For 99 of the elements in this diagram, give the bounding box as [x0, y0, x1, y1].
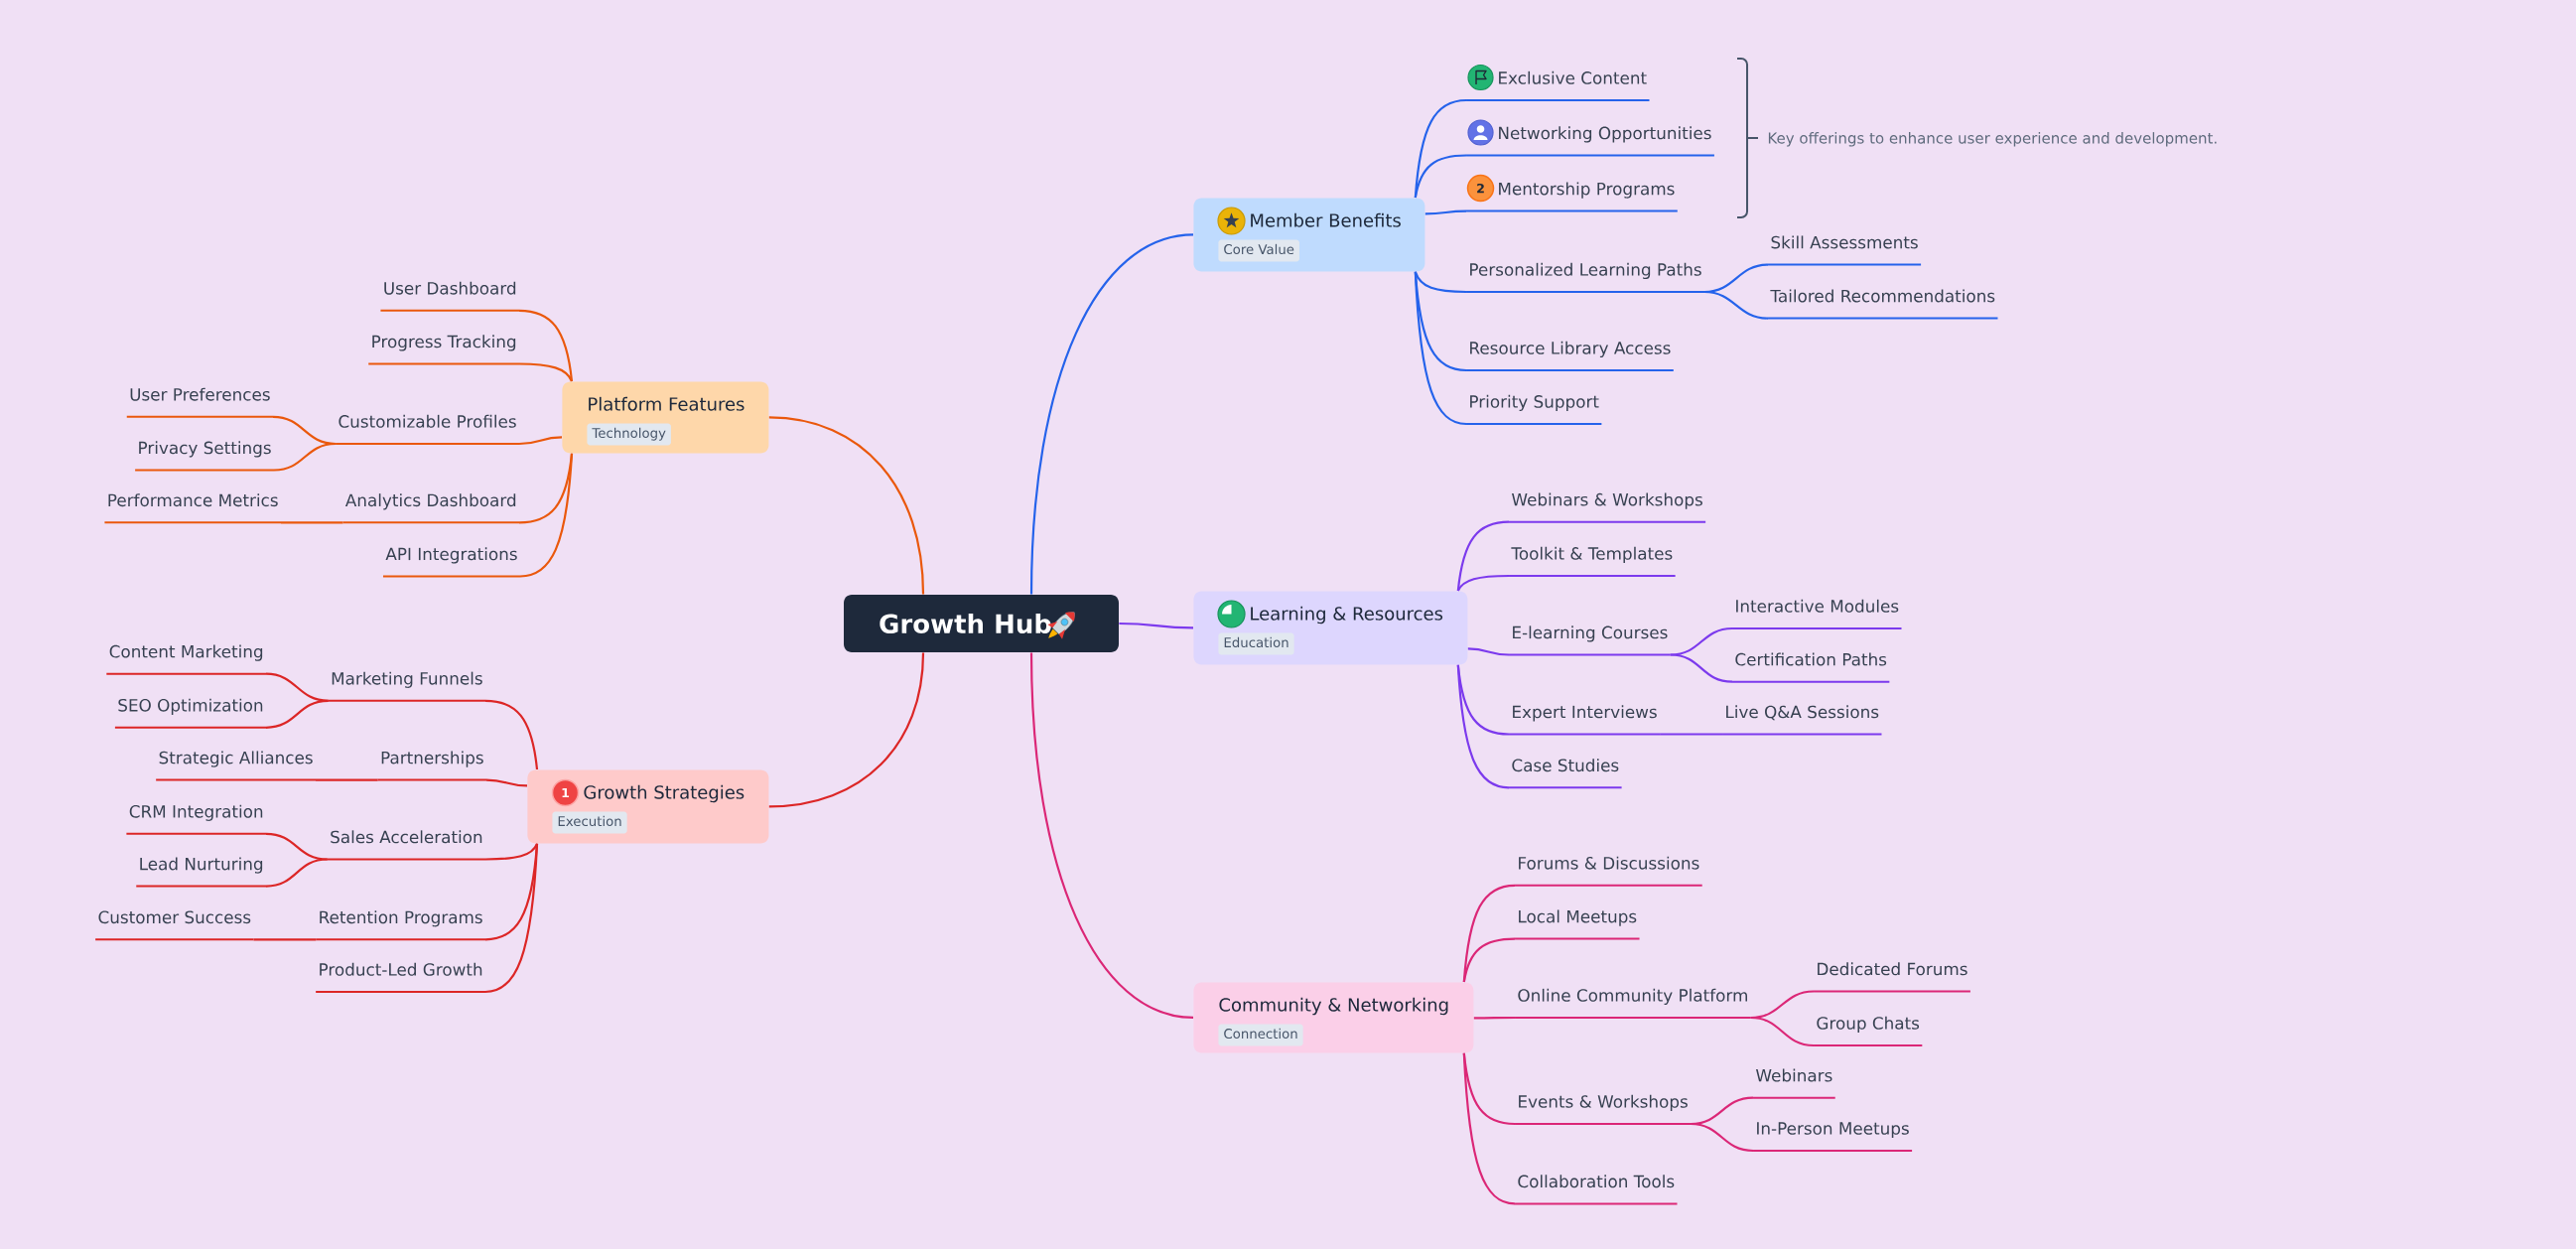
branch-line [265, 832, 328, 861]
central-box: Growth Hub [844, 595, 1119, 652]
branch-line [768, 416, 925, 595]
branch-label: SEO Optimization [113, 698, 267, 729]
topic-box [527, 769, 769, 844]
branch-label: Performance Metrics [103, 493, 282, 524]
branch-line [1414, 271, 1467, 426]
branch-label: Case Studies [1508, 759, 1623, 789]
branch-line [273, 442, 337, 472]
branch-line [1424, 209, 1467, 215]
branch-label: Live Q&A Sessions [1721, 705, 1883, 736]
branch-line [518, 309, 574, 382]
branch-line [1467, 647, 1510, 656]
tag-chip: Technology [587, 423, 671, 446]
branch-label: Privacy Settings [134, 441, 275, 472]
branch-line [1414, 271, 1467, 294]
topic-title: Platform Features [589, 396, 745, 411]
branch-label: In-Person Meetups [1752, 1122, 1914, 1152]
branch-label: Marketing Funnels [327, 671, 486, 702]
branch-label: Networking Opportunities [1465, 126, 1715, 157]
topic-box [1193, 198, 1425, 272]
branch-label: Group Chats [1813, 1016, 1924, 1046]
branch-line [1670, 626, 1733, 656]
branch-line [485, 843, 538, 861]
tag-chip: Education [1218, 632, 1294, 655]
branch-line [265, 699, 329, 729]
branch-label: Events & Workshops [1514, 1094, 1693, 1125]
tag-chip: Connection [1218, 1024, 1303, 1046]
branch-label: Personalized Learning Paths [1465, 262, 1705, 293]
branch-label: Retention Programs [315, 910, 486, 941]
branch-line [1750, 1016, 1815, 1047]
branch-label: Collaboration Tools [1514, 1175, 1679, 1205]
branch-label: Customizable Profiles [335, 414, 520, 445]
branch-label: API Integrations [381, 547, 521, 578]
branch-line [486, 778, 528, 787]
branch-label: User Dashboard [379, 281, 520, 312]
branch-line [519, 362, 573, 382]
branch-label: Webinars & Workshops [1508, 492, 1707, 523]
branch-label: User Preferences [125, 387, 274, 418]
branch-label: Exclusive Content [1465, 70, 1651, 101]
branch-line [1029, 652, 1194, 1019]
number-badge: 1 [551, 778, 580, 807]
branch-label: Progress Tracking [367, 335, 520, 365]
topic-title: Community & Networking [1219, 997, 1448, 1016]
branch-line [1414, 154, 1467, 199]
branch-line [1703, 290, 1769, 320]
branch-label: Online Community Platform [1514, 988, 1752, 1019]
branch-line [1691, 1122, 1754, 1153]
branch-line [518, 436, 563, 446]
topic-box [562, 381, 769, 454]
summary-note: Key offerings to enhance user experience and development. [1768, 132, 2217, 147]
branch-label: E-learning Courses [1508, 625, 1672, 656]
branch-line [1462, 937, 1516, 983]
topic-box [1193, 591, 1468, 665]
branch-line [1456, 574, 1510, 592]
branch-line [768, 652, 925, 808]
branch-label: Local Meetups [1514, 909, 1641, 940]
branch-line [1456, 664, 1510, 789]
branch-label: Toolkit & Templates [1508, 546, 1677, 577]
tag-chip: Execution [552, 811, 627, 834]
branch-line [281, 521, 343, 524]
branch-line [1462, 1052, 1516, 1205]
branch-line [519, 453, 574, 578]
branch-label: Webinars [1752, 1068, 1836, 1099]
branch-label: Strategic Alliances [155, 751, 317, 781]
topic-title: Learning & Resources [1251, 606, 1443, 624]
branch-label: Interactive Modules [1731, 599, 1903, 629]
branch-label: Sales Acceleration [326, 830, 486, 861]
topic-title: Growth Strategies [584, 784, 745, 803]
branch-label: Priority Support [1465, 394, 1603, 425]
topic-box [1193, 982, 1474, 1053]
branch-label: Lead Nurturing [135, 857, 267, 888]
branch-line [1456, 520, 1510, 592]
branch-label: Content Marketing [105, 644, 267, 675]
branch-line [1119, 622, 1194, 629]
branch-label: Customer Success [94, 910, 255, 941]
tag-chip: Core Value [1218, 239, 1299, 262]
branch-line [1029, 233, 1194, 595]
branch-line [1670, 653, 1733, 683]
branch-label: CRM Integration [125, 804, 267, 835]
branch-line [484, 699, 539, 770]
branch-label: Analytics Dashboard [341, 493, 520, 524]
topic-title: Member Benefits [1251, 212, 1401, 227]
branch-label: Expert Interviews [1508, 705, 1662, 736]
branch-line [1473, 1016, 1515, 1020]
branch-line [253, 938, 317, 941]
branch-label: Skill Assessments [1767, 235, 1923, 266]
branch-label: Partnerships [376, 751, 487, 781]
number-badge: 2 [1466, 174, 1495, 203]
branch-label: Forums & Discussions [1514, 856, 1703, 887]
branch-label: Dedicated Forums [1813, 962, 1971, 993]
branch-line [1660, 733, 1722, 736]
branch-line [316, 778, 378, 781]
branch-label: Tailored Recommendations [1767, 289, 1999, 320]
branch-line [265, 858, 328, 888]
branch-label: Certification Paths [1731, 652, 1891, 683]
branch-line [484, 843, 539, 994]
branch-label: Resource Library Access [1465, 341, 1675, 371]
branch-label: Product-Led Growth [315, 962, 486, 993]
